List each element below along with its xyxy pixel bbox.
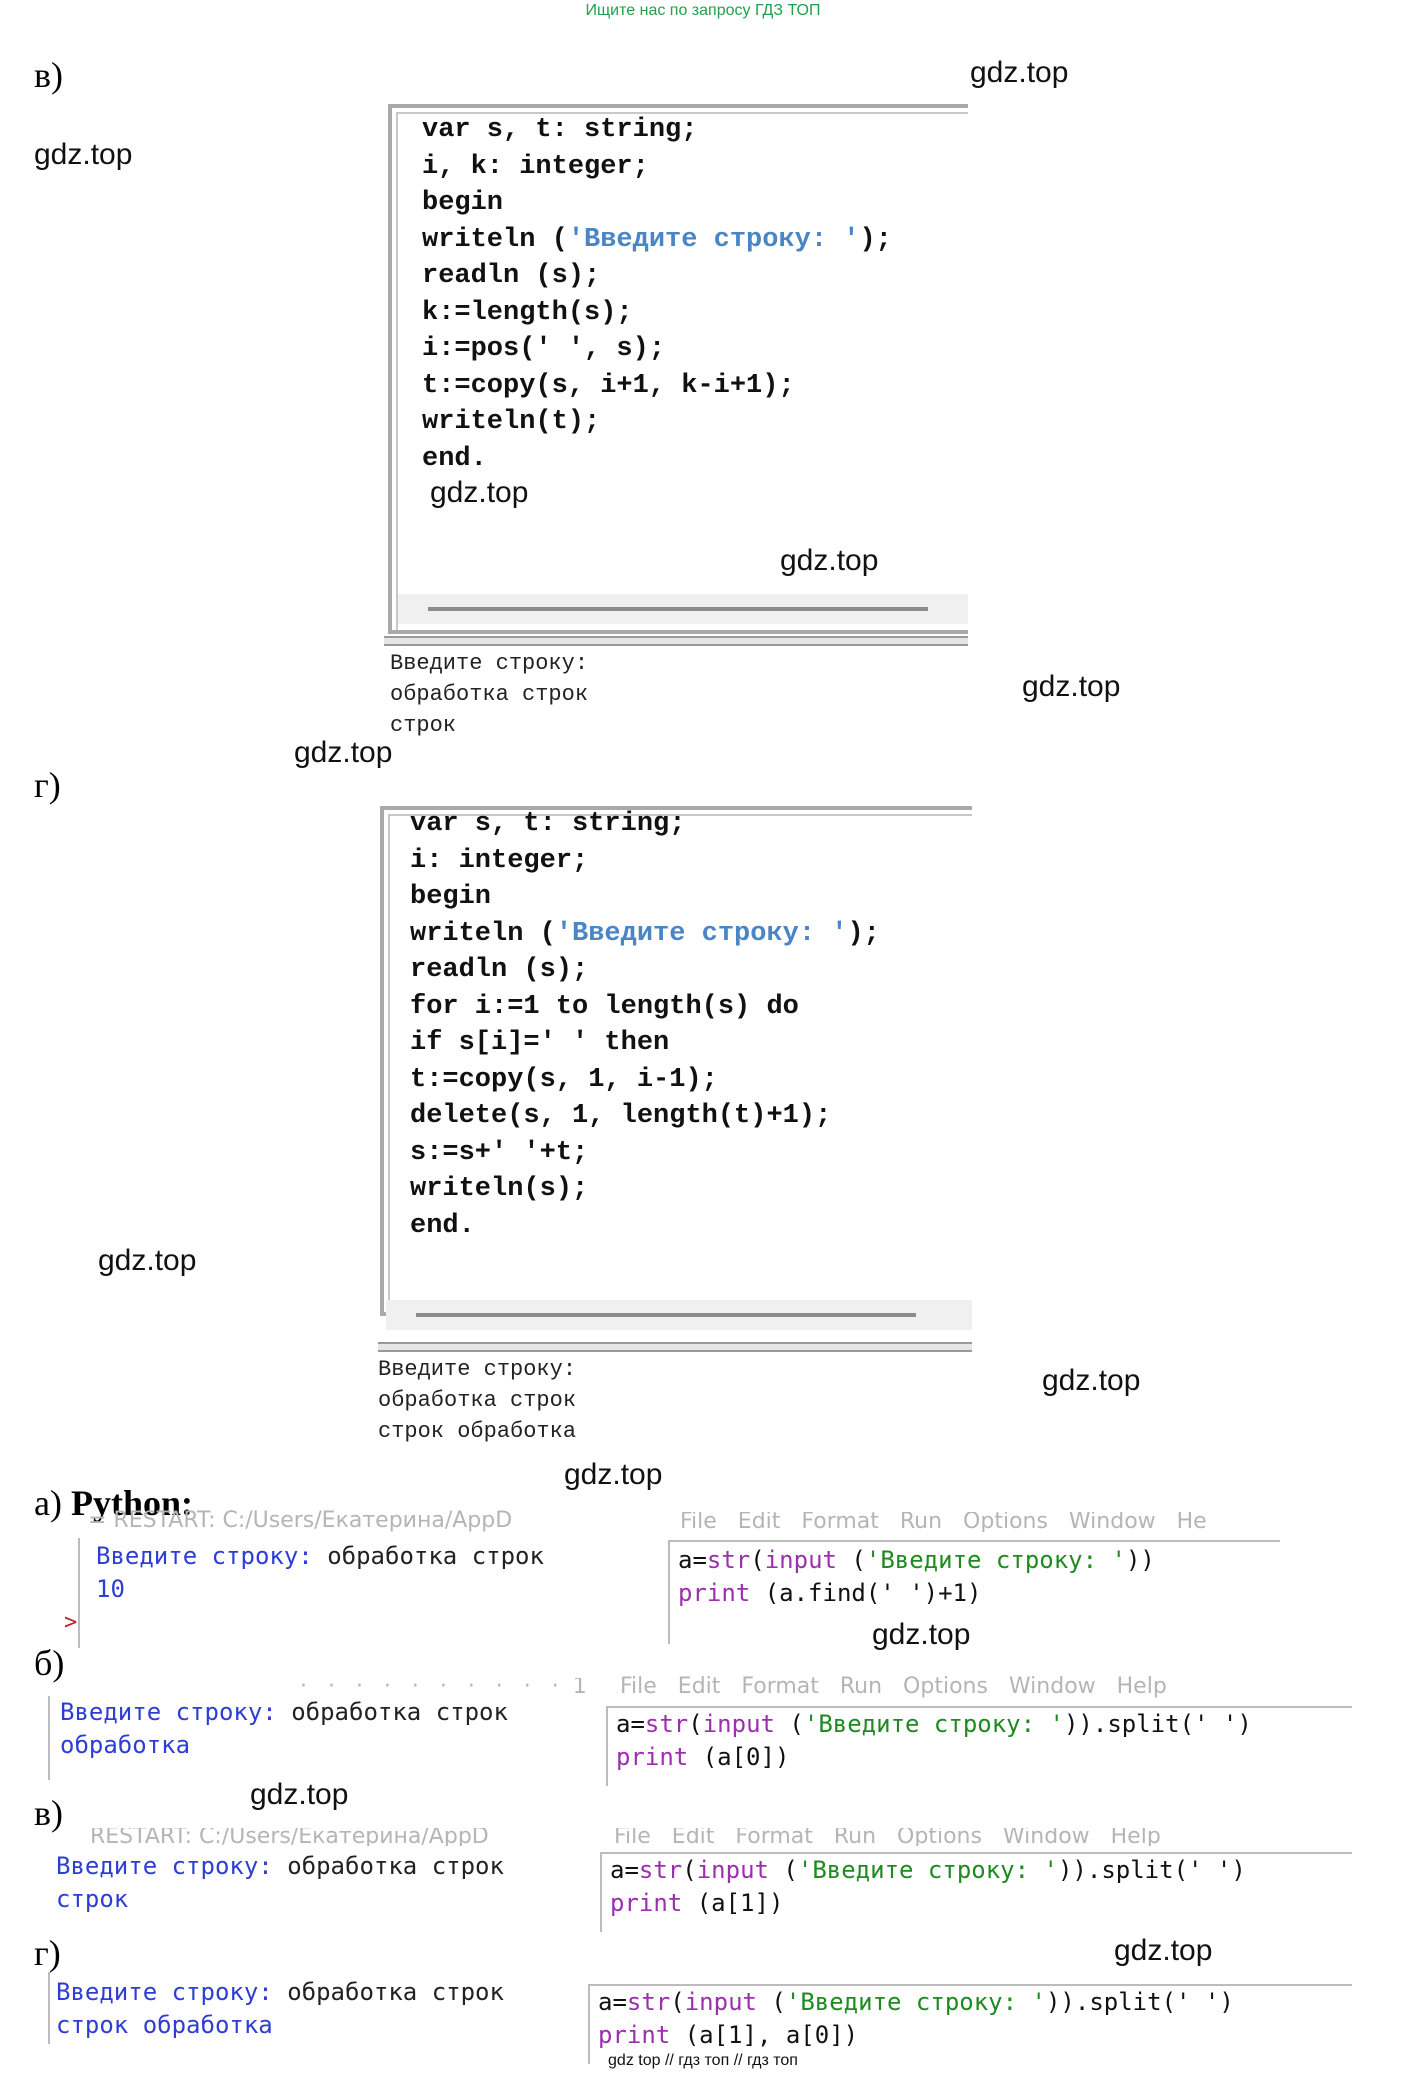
shell-header: = RESTART: C:/Users/Екатерина/AppD [88,1510,513,1532]
shell-prompt-marker: > [64,1610,78,1635]
python-editor-b[interactable]: a=str(input ('Введите строку: ')).split(… [606,1706,1352,1786]
watermark: gdz.top [780,544,879,577]
editor-menu: File Edit Format Run Options Window Help [614,1828,1161,1846]
label-b2: б) [34,1643,65,1683]
watermark: gdz.top [970,56,1069,89]
python-editor-g[interactable]: a=str(input ('Введите строку: ')).split(… [588,1984,1352,2064]
shell-border [48,1696,50,1780]
watermark: gdz.top [294,736,393,769]
shell-header: RESTART: C:/Users/Екатерина/AppD [90,1828,489,1846]
label-g2: г) [34,1933,61,1973]
watermark: gdz.top [1114,1934,1213,1967]
python-shell-b: Введите строку: обработка строк обработк… [60,1698,508,1759]
label-g1: г) [34,765,61,805]
horizontal-scrollbar[interactable] [398,594,968,624]
watermark: gdz.top [1042,1364,1141,1397]
python-editor-v[interactable]: a=str(input ('Введите строку: ')).split(… [600,1852,1352,1932]
watermark: gdz.top [34,138,133,171]
label-v1: в) [34,55,63,95]
python-shell-g: Введите строку: обработка строк строк об… [56,1978,504,2039]
shell-header: · · · · · · · · · · 1 [300,1678,587,1696]
scrollbar-thumb[interactable] [416,1313,916,1317]
code-block: var s, t: string; i: integer; begin writ… [410,809,880,1241]
label-v2: в) [34,1793,63,1833]
watermark: gdz.top [872,1618,971,1651]
editor-menu: File Edit Format Run Options Window He [680,1512,1207,1532]
shell-border [78,1538,80,1648]
console-output-g: Введите строку: обработка строк строк об… [378,1357,577,1444]
top-banner: Ищите нас по запросу ГДЗ ТОП [585,2,821,19]
watermark: gdz.top [430,476,529,509]
python-shell-a: Введите строку: обработка строк 10 [96,1542,544,1603]
watermark: gdz.top [98,1244,197,1277]
console-separator [378,1342,972,1352]
pascal-editor-v: var s, t: string; i, k: integer; begin w… [388,104,968,634]
watermark: gdz.top [1022,670,1121,703]
watermark: gdz.top [564,1458,663,1491]
scrollbar-thumb[interactable] [428,607,928,611]
editor-menu: File Edit Format Run Options Window Help [620,1676,1167,1698]
watermark: gdz.top [250,1778,349,1811]
label-a-python: а) Python: [34,1483,193,1523]
shell-border [48,1972,50,2044]
console-separator [384,636,968,646]
footer: gdz top // гдз топ // гдз топ [608,2052,798,2069]
python-shell-v: Введите строку: обработка строк строк [56,1852,504,1913]
code-block: var s, t: string; i, k: integer; begin w… [422,115,892,474]
console-output-v: Введите строку: обработка строк строк [390,651,589,738]
python-editor-a[interactable]: a=str(input ('Введите строку: ')) print … [668,1540,1280,1644]
horizontal-scrollbar-g[interactable] [386,1300,972,1330]
pascal-editor-g: var s, t: string; i: integer; begin writ… [380,806,972,1318]
